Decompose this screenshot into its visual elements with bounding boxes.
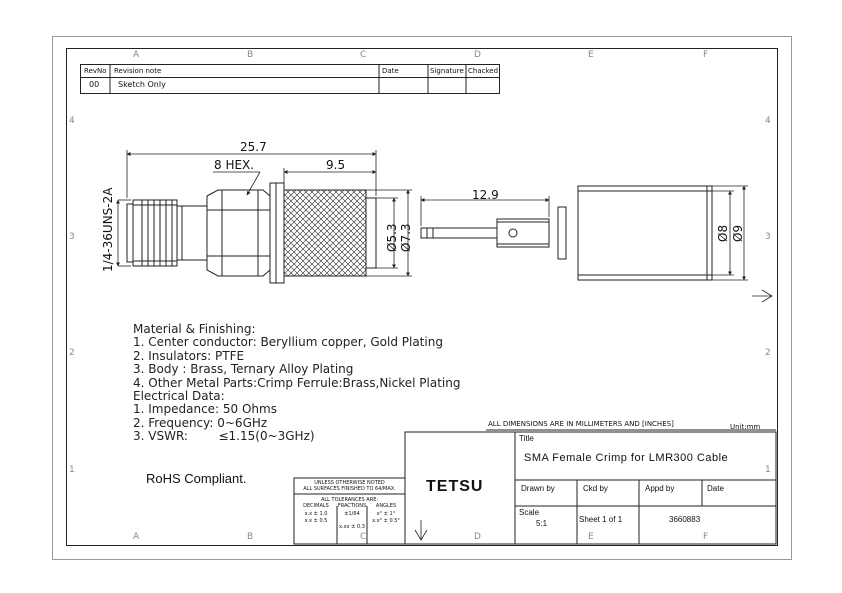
- zone-col-e-top: E: [588, 50, 594, 60]
- note-line: 1. Impedance: 50 Ohms: [133, 402, 277, 417]
- approved-by-label: Appd by: [645, 484, 675, 493]
- zone-col-b-top: B: [247, 50, 254, 60]
- zone-row-4-right: 4: [765, 116, 771, 126]
- zone-col-d-bottom: D: [474, 532, 481, 542]
- zone-row-1-left: 1: [69, 465, 75, 475]
- decimal-tol-1: x.x ± 1.0: [304, 511, 328, 517]
- zone-row-3-left: 3: [69, 232, 75, 242]
- zone-row-4-left: 4: [69, 116, 75, 126]
- centering-marks: [414, 289, 773, 541]
- insulator-washer: [557, 206, 567, 260]
- decimal-tol-3: x.xx ± 0.3: [339, 524, 365, 530]
- scale-label: Scale: [519, 508, 540, 517]
- note-line: 1. Center conductor: Beryllium copper, G…: [133, 335, 443, 350]
- date-label: Date: [707, 484, 724, 493]
- zone-row-2-left: 2: [69, 348, 75, 358]
- decimals-header: DECIMALS: [303, 503, 329, 509]
- checked-by-label: Ckd by: [583, 484, 608, 493]
- tolerance-note-3: ALL TOLERANCES ARE:: [320, 497, 379, 503]
- zone-row-3-right: 3: [765, 232, 771, 242]
- zone-col-f-top: F: [703, 50, 709, 60]
- hex-size-dim: 8 HEX.: [214, 158, 255, 172]
- outer-border: [52, 36, 792, 560]
- rev-no-header: RevNo: [84, 67, 107, 75]
- revision-table-lines: [109, 65, 467, 93]
- pin-length-dim: 12.9: [472, 188, 499, 202]
- revision-table-header: RevNo Revision note Date Signature Chack…: [81, 65, 499, 78]
- zone-col-d-top: D: [474, 50, 481, 60]
- part-number: 3660883: [669, 515, 701, 524]
- note-line: 2. Insulators: PTFE: [133, 348, 245, 363]
- decimal-tol-2: x.x ± 0.5: [304, 518, 328, 524]
- note-line: Electrical Data:: [133, 389, 225, 404]
- scale-value: 5:1: [536, 519, 548, 528]
- tolerance-note-1: UNLESS OTHERWISE NOTED: [314, 480, 385, 486]
- zone-col-a-top: A: [133, 50, 140, 60]
- drawing-title: SMA Female Crimp for LMR300 Cable: [524, 452, 729, 464]
- signature-header: Signature: [430, 67, 464, 75]
- overall-length-dim: 25.7: [240, 140, 267, 154]
- fraction-tol-1: ±1/64: [344, 511, 360, 517]
- drawn-by-label: Drawn by: [521, 484, 555, 493]
- connector-body: [126, 182, 377, 284]
- unit-label: Unit:mm: [730, 423, 761, 431]
- angle-tol-1: x° ± 1°: [376, 511, 396, 517]
- zone-col-c-bottom: C: [360, 532, 367, 542]
- checked-header: Chacked: [468, 67, 499, 75]
- zone-col-a-bottom: A: [133, 532, 140, 542]
- revision-note-header: Revision note: [114, 67, 162, 75]
- inner-border: [66, 48, 778, 546]
- company-logo: TETSU: [426, 478, 484, 495]
- material-notes: Material & Finishing:1. Center conductor…: [133, 322, 461, 444]
- zone-row-1-right: 1: [765, 465, 771, 475]
- zone-col-e-bottom: E: [588, 532, 594, 542]
- note-line: 4. Other Metal Parts:Crimp Ferrule:Brass…: [133, 375, 461, 390]
- revision-note-value: Sketch Only: [118, 80, 166, 89]
- units-note: ALL DIMENSIONS ARE IN MILLIMETERS AND [I…: [488, 420, 674, 428]
- title-label: Title: [519, 434, 534, 443]
- zone-col-c-top: C: [360, 50, 367, 60]
- crimp-ferrule: [577, 185, 713, 281]
- date-header: Date: [382, 67, 399, 75]
- note-line: 3. VSWR: ≤1.15(0~3GHz): [133, 429, 315, 444]
- sheet-number: Sheet 1 of 1: [579, 515, 623, 524]
- angles-header: ANGLES: [375, 503, 397, 509]
- center-pin: [420, 218, 550, 248]
- tolerance-note-2: ALL SURFACES FINISHED TO 64/MAX.: [303, 486, 396, 492]
- rohs-label: RoHS Compliant.: [146, 471, 247, 486]
- fractions-header: FRACTIONS: [337, 503, 367, 509]
- dimension-lines: [116, 150, 748, 281]
- angle-tol-2: x.x° ± 0.5°: [372, 518, 400, 524]
- zone-row-2-right: 2: [765, 348, 771, 358]
- note-line: 2. Frequency: 0~6GHz: [133, 415, 268, 430]
- zone-col-b-bottom: B: [247, 532, 254, 542]
- note-line: 3. Body : Brass, Ternary Alloy Plating: [133, 362, 354, 377]
- rev-no-value: 00: [89, 80, 100, 89]
- revision-table: RevNo Revision note Date Signature Chack…: [80, 64, 500, 94]
- zone-col-f-bottom: F: [703, 532, 709, 542]
- crimp-length-dim: 9.5: [326, 158, 346, 172]
- revision-row: 00 Sketch Only: [81, 78, 499, 93]
- note-line: Material & Finishing:: [133, 322, 256, 336]
